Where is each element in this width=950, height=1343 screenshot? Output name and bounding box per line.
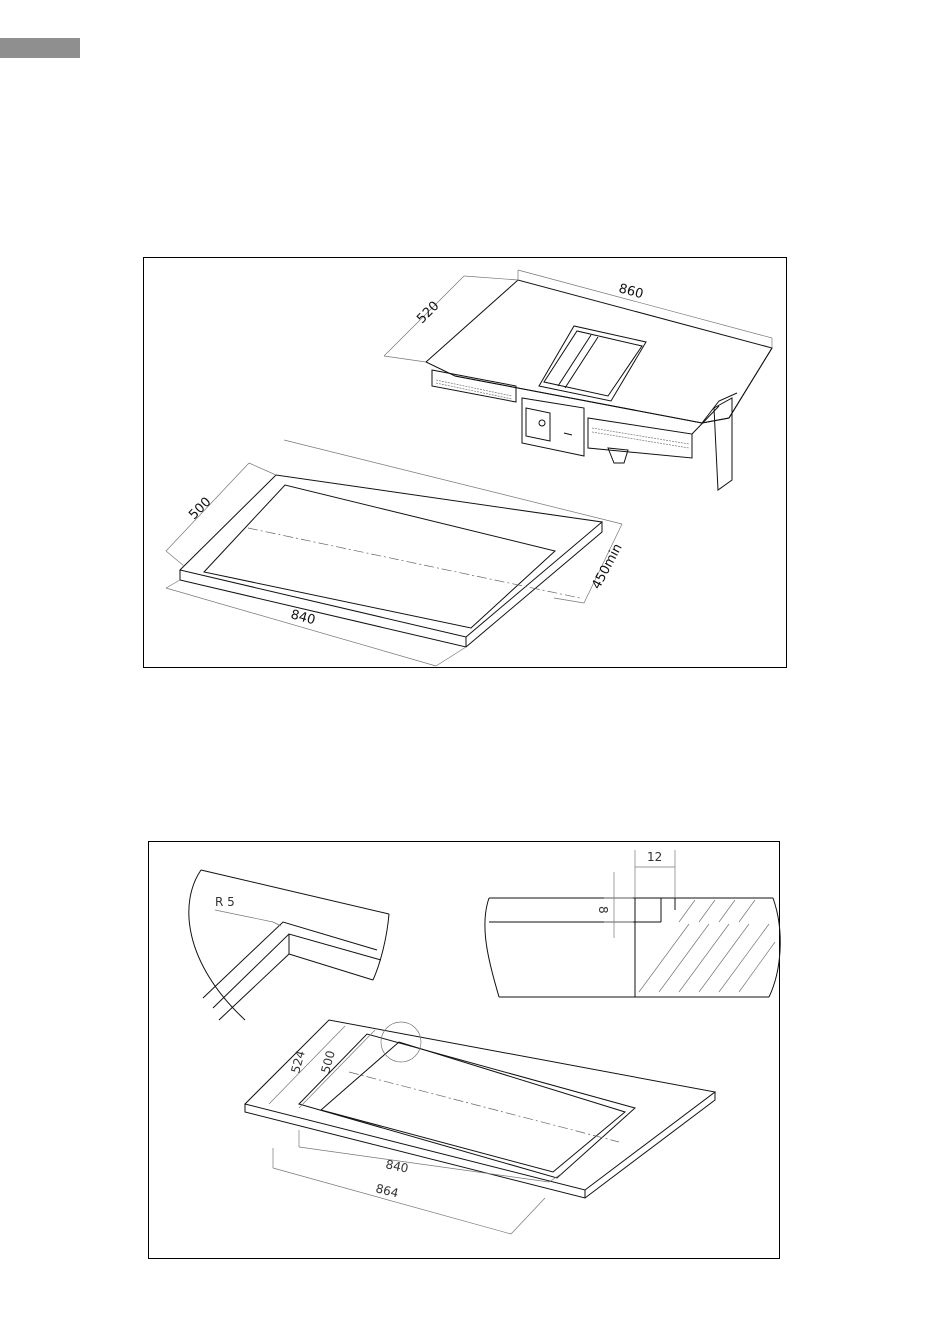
- outer-depth-label: 524: [288, 1049, 307, 1075]
- dim-840-label: 840: [289, 607, 317, 628]
- figure-hob-cutout: 520 860 500 840: [143, 257, 787, 668]
- dimension-depth: 524 500: [269, 1026, 375, 1108]
- radius-label: R 5: [215, 895, 235, 909]
- worktop-cutout: [180, 475, 602, 647]
- detail-section: 8 12: [485, 850, 780, 997]
- dim-860-label: 860: [617, 281, 645, 302]
- hob-body: [432, 370, 737, 490]
- inner-width-label: 840: [384, 1157, 409, 1175]
- hob-top-plate: [426, 280, 772, 423]
- detail-corner-radius: R 5: [189, 870, 389, 1020]
- dim-450min-label: 450min: [589, 541, 625, 592]
- outer-width-label: 864: [374, 1181, 400, 1200]
- flush-diagram: R 5: [149, 842, 781, 1260]
- header-tab: [0, 38, 80, 58]
- dimension-520: 520: [384, 276, 518, 362]
- figure-flush-installation: R 5: [148, 841, 780, 1259]
- dimension-840: 840: [166, 580, 466, 666]
- dim-520-label: 520: [414, 299, 442, 327]
- dimension-450min: 450min: [284, 440, 626, 603]
- worktop-flush: [245, 1020, 715, 1198]
- dimension-860: 860: [518, 270, 772, 348]
- dimension-width: 840 864: [273, 1130, 561, 1234]
- dim-500-label: 500: [186, 495, 214, 523]
- flush-depth-label: 8: [596, 906, 610, 914]
- hob-diagram: 520 860 500 840: [144, 258, 788, 669]
- flush-width-label: 12: [647, 850, 662, 864]
- dimension-500: 500: [166, 463, 276, 566]
